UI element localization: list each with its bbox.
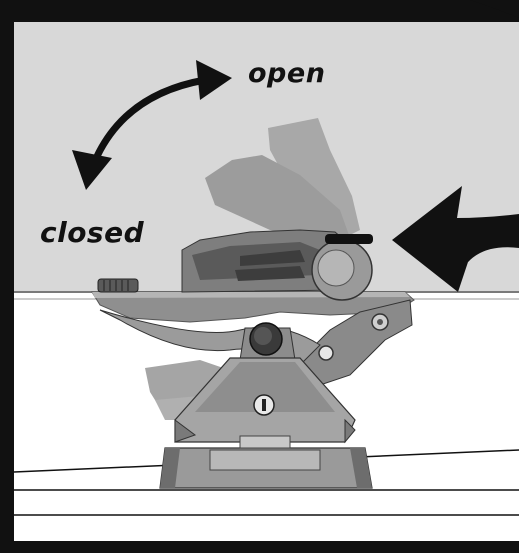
open-label: open bbox=[248, 58, 325, 89]
adjust-knob bbox=[98, 279, 138, 292]
central-post bbox=[240, 323, 295, 360]
lever-closed bbox=[182, 230, 373, 300]
closed-label: closed bbox=[40, 216, 144, 249]
